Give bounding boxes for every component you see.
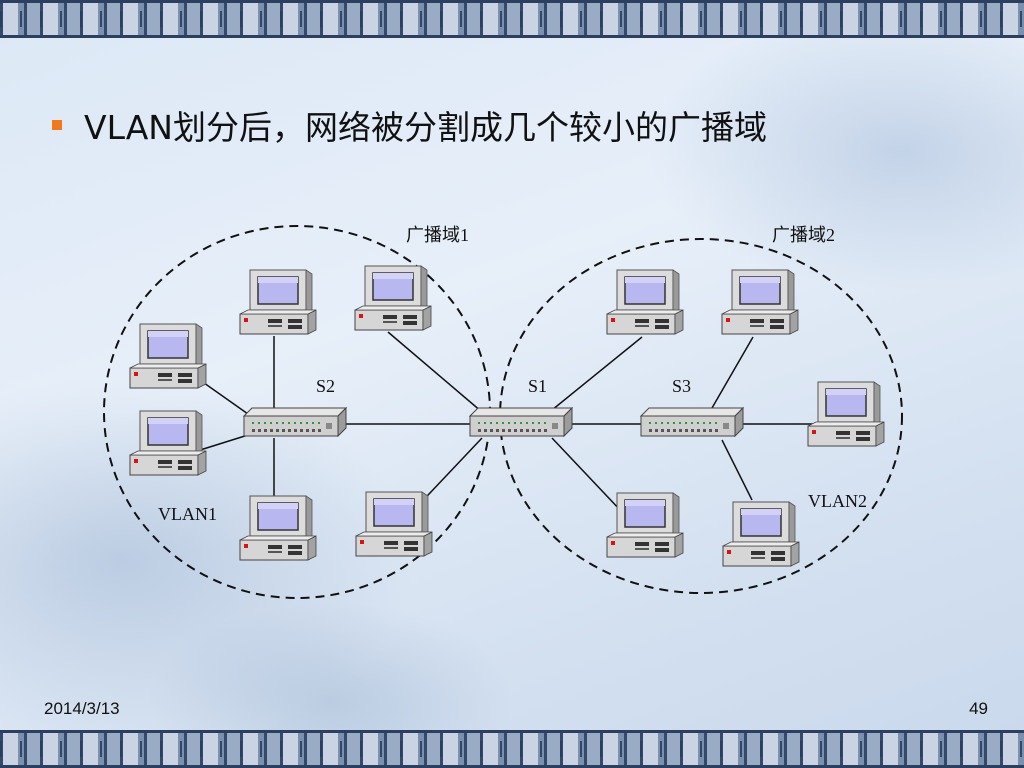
vlan2-label: VLAN2 — [808, 491, 867, 511]
vlan1-label: VLAN1 — [158, 504, 217, 524]
workstation-icon — [129, 410, 207, 476]
switch-s3 — [640, 407, 744, 437]
switch-label-s1: S1 — [528, 376, 547, 396]
workstation-icon — [129, 323, 207, 389]
square-bullet-icon — [52, 120, 62, 130]
workstation-icon — [721, 269, 799, 335]
workstation-icon — [606, 269, 684, 335]
workstation-icon — [239, 269, 317, 335]
workstation-icon — [239, 495, 317, 561]
workstation-icon — [355, 491, 433, 557]
workstation-icon — [722, 501, 800, 567]
broadcast-domain-2-label: 广播域2 — [772, 225, 835, 245]
switch-s1 — [469, 407, 573, 437]
workstation-icon — [354, 265, 432, 331]
switch-s2 — [243, 407, 347, 437]
page-number: 49 — [969, 699, 988, 718]
footer-date: 2014/3/13 — [44, 699, 120, 718]
broadcast-domain-1-label: 广播域1 — [406, 225, 469, 245]
workstation-icon — [807, 381, 885, 447]
bottom-border-band — [0, 730, 1024, 768]
top-border-band — [0, 0, 1024, 38]
workstation-icon — [606, 492, 684, 558]
broadcast-domain-2-boundary — [499, 238, 903, 594]
bullet-point: VLAN划分后，网络被分割成几个较小的广播域 — [52, 100, 767, 150]
bullet-text: VLAN划分后，网络被分割成几个较小的广播域 — [84, 108, 767, 147]
switch-label-s3: S3 — [672, 376, 691, 396]
network-links — [196, 331, 815, 513]
switch-label-s2: S2 — [316, 376, 335, 396]
